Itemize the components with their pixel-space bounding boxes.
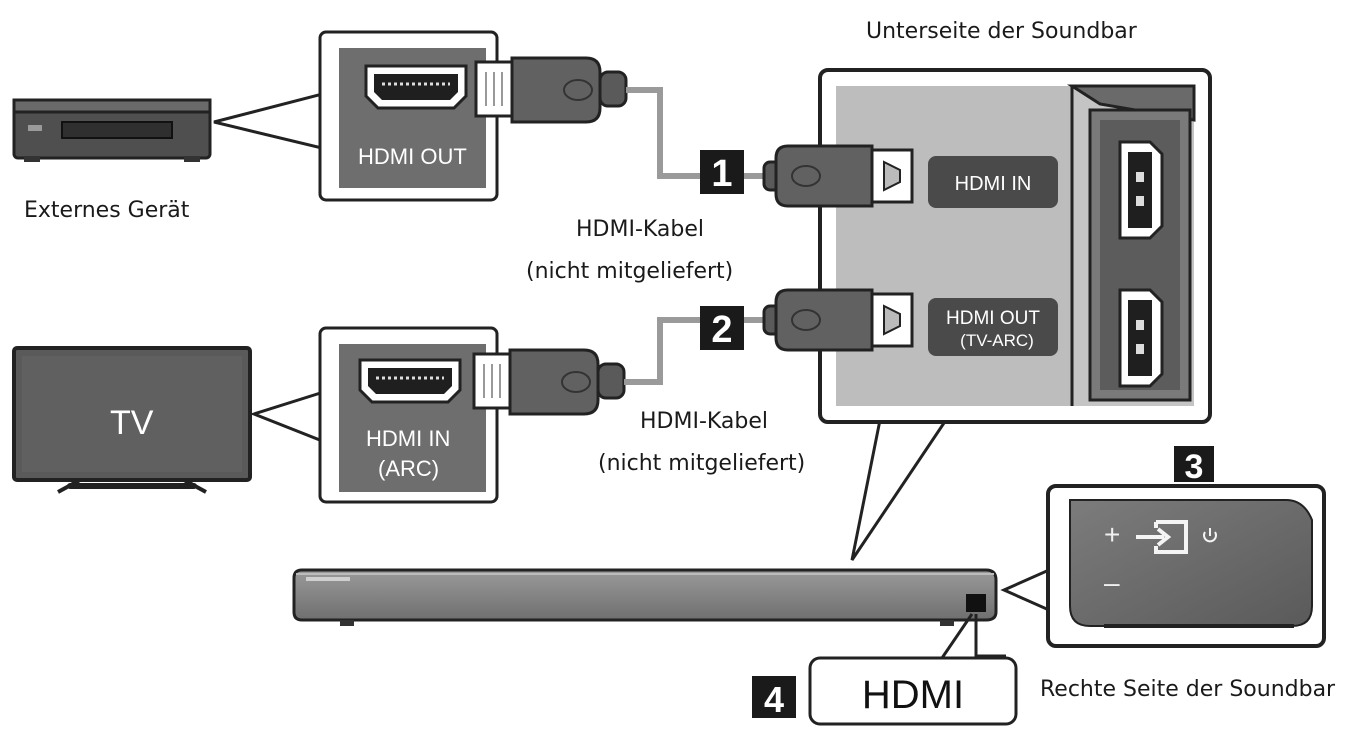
tv-label: TV (110, 404, 154, 442)
cable-1-label: HDMI-Kabel (576, 217, 704, 242)
right-side-label: Rechte Seite der Soundbar (1040, 677, 1336, 702)
hdmi-out-tag (928, 298, 1058, 356)
power-icon[interactable] (1203, 528, 1217, 543)
volume-down-button[interactable]: – (1104, 567, 1120, 598)
cable-1-note: (nicht mitgeliefert) (526, 259, 733, 284)
soundbar-icon (292, 568, 998, 626)
step-badge-4 (752, 676, 796, 718)
external-device-label: Externes Gerät (24, 198, 190, 223)
hdmi-plug-soundbar-in (762, 144, 914, 208)
step-number-1: 1 (711, 153, 732, 195)
volume-up-button[interactable]: + (1104, 519, 1120, 550)
side-hdmi-label-box (808, 656, 1018, 726)
hdmi-plug-tv (472, 348, 626, 416)
side-hdmi-label: HDMI (862, 673, 964, 717)
external-device-icon (12, 98, 212, 162)
step-number-4: 4 (764, 679, 784, 720)
hdmi-plug-device (474, 56, 628, 124)
step-badge-3 (1174, 446, 1214, 482)
input-source-icon[interactable] (1136, 520, 1188, 554)
soundbar-tv-arc-label: (TV-ARC) (960, 331, 1034, 350)
soundbar-hdmi-in-label: HDMI IN (955, 173, 1032, 195)
cable-2-note: (nicht mitgeliefert) (598, 451, 805, 476)
hdmi-plug-soundbar-out (762, 288, 914, 352)
underside-title: Unterseite der Soundbar (866, 19, 1138, 44)
step-badge-1 (700, 150, 744, 194)
hdmi-port-icon (364, 64, 468, 110)
device-hdmi-out-label: HDMI OUT (358, 144, 467, 169)
soundbar-hdmi-out-label: HDMI OUT (946, 308, 1040, 329)
soundbar-side-port-icon (966, 594, 986, 612)
underside-hdmi-port-2 (1118, 288, 1164, 388)
cable-2-label: HDMI-Kabel (640, 409, 768, 434)
device-callout (213, 90, 332, 152)
tv-hdmi-in-label: HDMI IN (366, 426, 450, 451)
underside-callout-pointer (850, 418, 949, 561)
underside-hdmi-port-1 (1118, 140, 1164, 240)
hdmi-port-icon (358, 358, 462, 404)
tv-arc-label: (ARC) (378, 456, 439, 481)
tv-icon (12, 346, 252, 494)
step-number-2: 2 (711, 309, 732, 351)
step-number-3: 3 (1185, 448, 1204, 486)
side-port-leader (974, 614, 1006, 658)
step-badge-2 (700, 306, 744, 350)
hdmi-in-tag (928, 156, 1058, 208)
